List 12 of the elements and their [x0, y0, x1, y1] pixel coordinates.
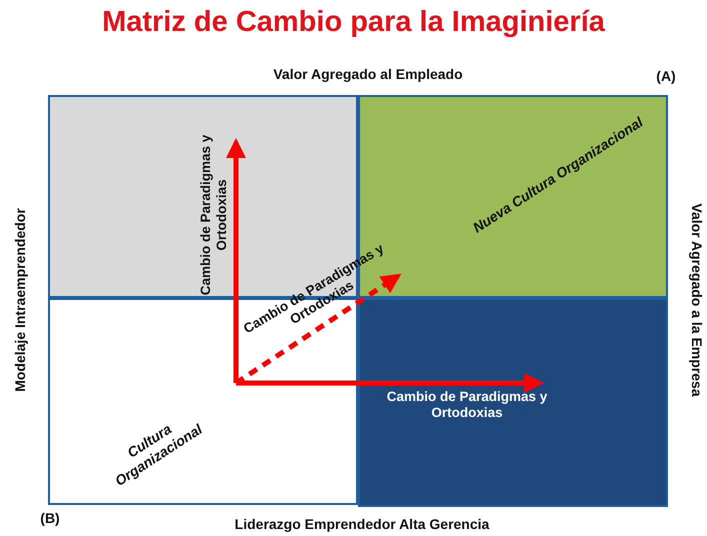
quadrant-marker: (A)	[656, 68, 676, 84]
edge-label: Cambio de Paradigmas y Ortodoxias	[386, 388, 548, 422]
edge-label: Cambio de Paradigmas y Ortodoxias	[198, 134, 230, 298]
axis-label: Valor Agregado al Empleado	[273, 66, 463, 82]
arrow	[226, 138, 246, 383]
axis-label: Valor Agregado a la Empresa	[689, 203, 705, 397]
axis-label: Liderazgo Emprendedor Alta Gerencia	[234, 516, 490, 532]
quadrant-box	[358, 298, 668, 507]
arrow	[236, 373, 544, 393]
diagram-title: Matriz de Cambio para la Imaginiería	[101, 6, 606, 39]
quadrant-marker: (B)	[40, 510, 60, 526]
axis-label: Modelaje Intraemprendedor	[12, 208, 28, 392]
